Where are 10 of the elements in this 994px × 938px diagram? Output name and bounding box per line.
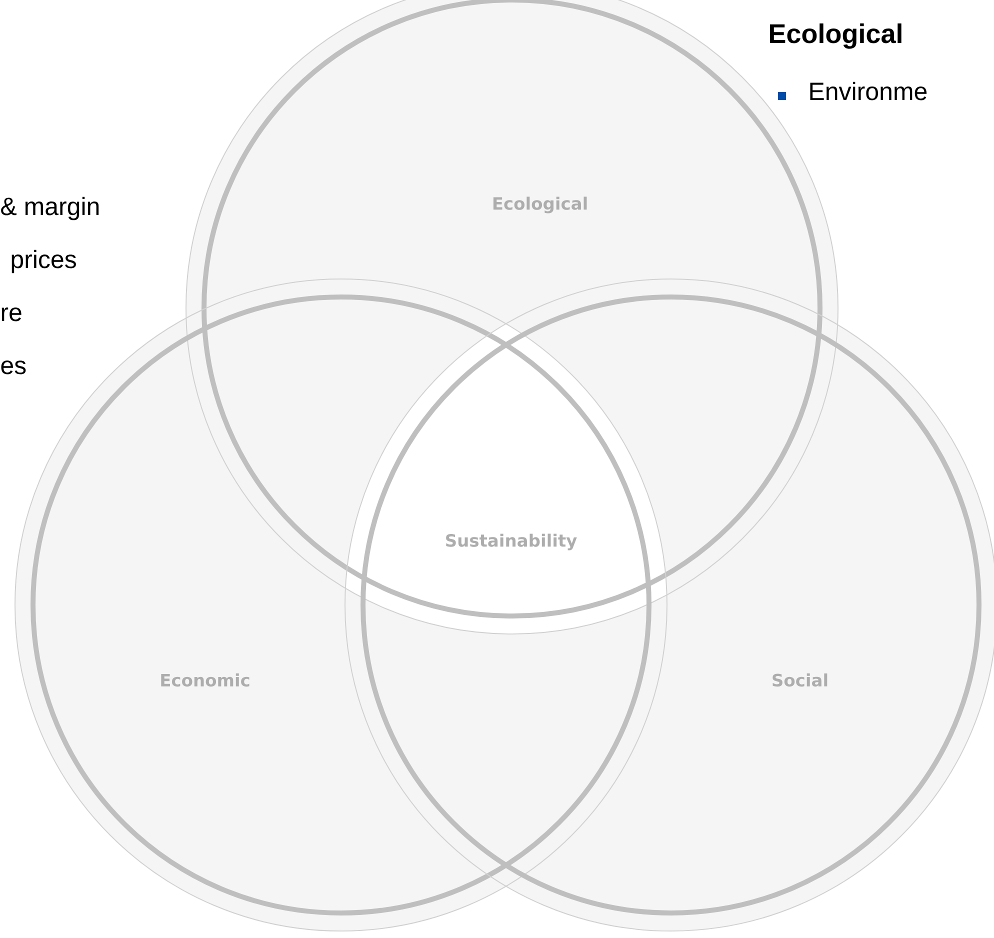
bullet-text: es bbox=[1, 360, 26, 374]
circle-label: Ecological bbox=[493, 196, 587, 214]
bullet-text: Environme bbox=[810, 82, 927, 100]
circle-label: Economic bbox=[161, 673, 250, 687]
heading: Ecological bbox=[770, 23, 902, 49]
bullet-text: re bbox=[2, 308, 22, 322]
venn-circle bbox=[344, 278, 994, 932]
bullet-text: & margin bbox=[1, 196, 99, 220]
circle-label: Social bbox=[772, 673, 828, 687]
center-label: Sustainability bbox=[446, 534, 577, 550]
